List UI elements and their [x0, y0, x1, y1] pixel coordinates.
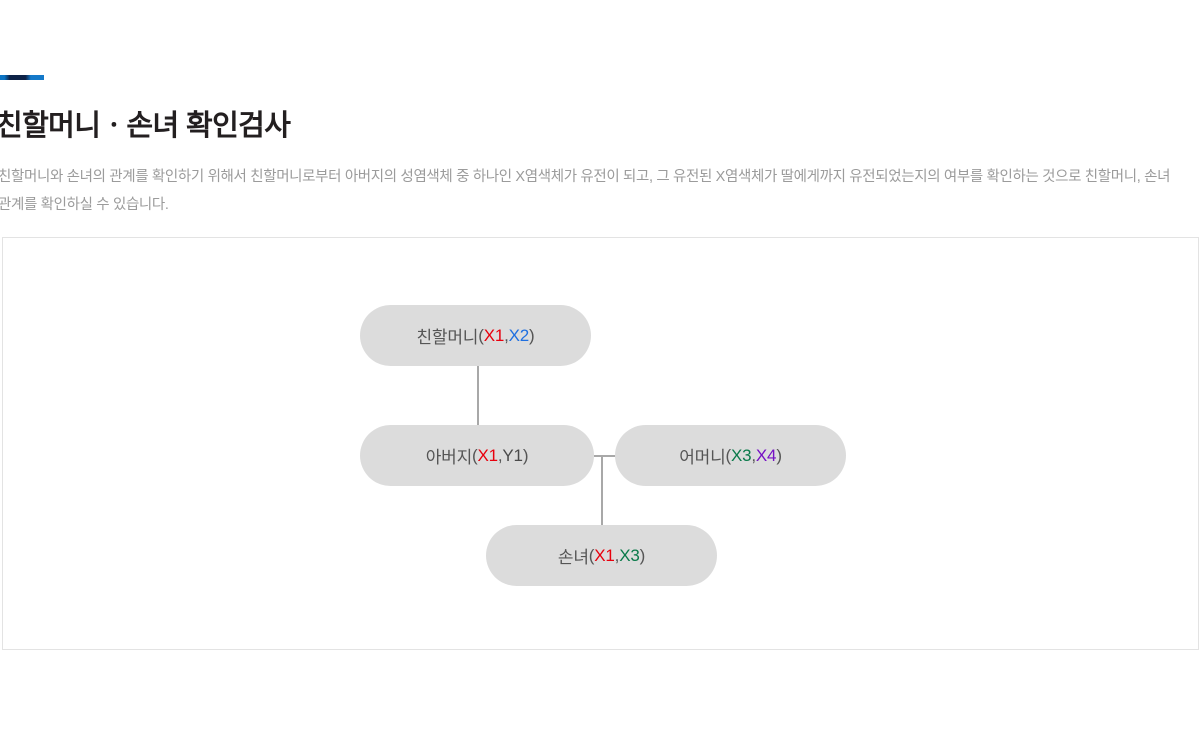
node-granddaughter-close-paren: ): [639, 545, 646, 565]
pedigree-diagram: 친할머니 (X1, X2) 아버지 (X1, Y1) 어머니 (X3, X4) …: [3, 238, 1198, 649]
accent-bar-decoration: [0, 75, 44, 80]
page-title: 친할머니ㆍ손녀 확인검사: [0, 110, 291, 143]
node-granddaughter-label: 손녀: [557, 548, 589, 567]
node-grandmother-close-paren: ): [529, 325, 535, 345]
node-grandmother-label: 친할머니: [416, 328, 479, 347]
node-father-separator: ,: [497, 445, 503, 465]
node-grandmother-allele-1: X1: [483, 325, 505, 345]
node-father-label: 아버지: [425, 448, 473, 467]
node-mother-close-paren: ): [776, 445, 782, 465]
connector-grandmother-to-father: [477, 366, 479, 426]
node-granddaughter-separator: ,: [614, 545, 620, 565]
node-granddaughter-allele-1: X1: [594, 545, 615, 565]
node-father-open-paren: (: [472, 445, 478, 465]
node-mother-allele-1: X3: [730, 445, 752, 465]
node-father-allele-1: X1: [477, 445, 498, 465]
node-mother-open-paren: (: [725, 445, 732, 465]
node-grandmother-separator: ,: [504, 325, 509, 345]
node-mother-separator: ,: [751, 445, 756, 465]
page-description: 친할머니와 손녀의 관계를 확인하기 위해서 친할머니로부터 아버지의 성염색체…: [0, 168, 1171, 213]
node-mother: 어머니 (X3, X4): [615, 425, 846, 486]
node-grandmother-open-paren: (: [478, 325, 484, 345]
node-mother-label: 어머니: [679, 448, 726, 467]
connector-couple-to-granddaughter: [601, 455, 603, 526]
diagram-panel: 친할머니 (X1, X2) 아버지 (X1, Y1) 어머니 (X3, X4) …: [2, 237, 1199, 650]
node-granddaughter-allele-2: X3: [619, 545, 640, 565]
node-father-close-paren: ): [522, 445, 529, 465]
node-granddaughter-open-paren: (: [588, 545, 595, 565]
node-grandmother: 친할머니 (X1, X2): [360, 305, 591, 366]
node-father: 아버지 (X1, Y1): [360, 425, 594, 486]
node-mother-allele-2: X4: [755, 445, 777, 465]
node-granddaughter: 손녀 (X1, X3): [486, 525, 717, 586]
connector-father-to-mother: [594, 455, 624, 457]
node-father-allele-2: Y1: [502, 445, 523, 465]
node-grandmother-allele-2: X2: [508, 325, 530, 345]
